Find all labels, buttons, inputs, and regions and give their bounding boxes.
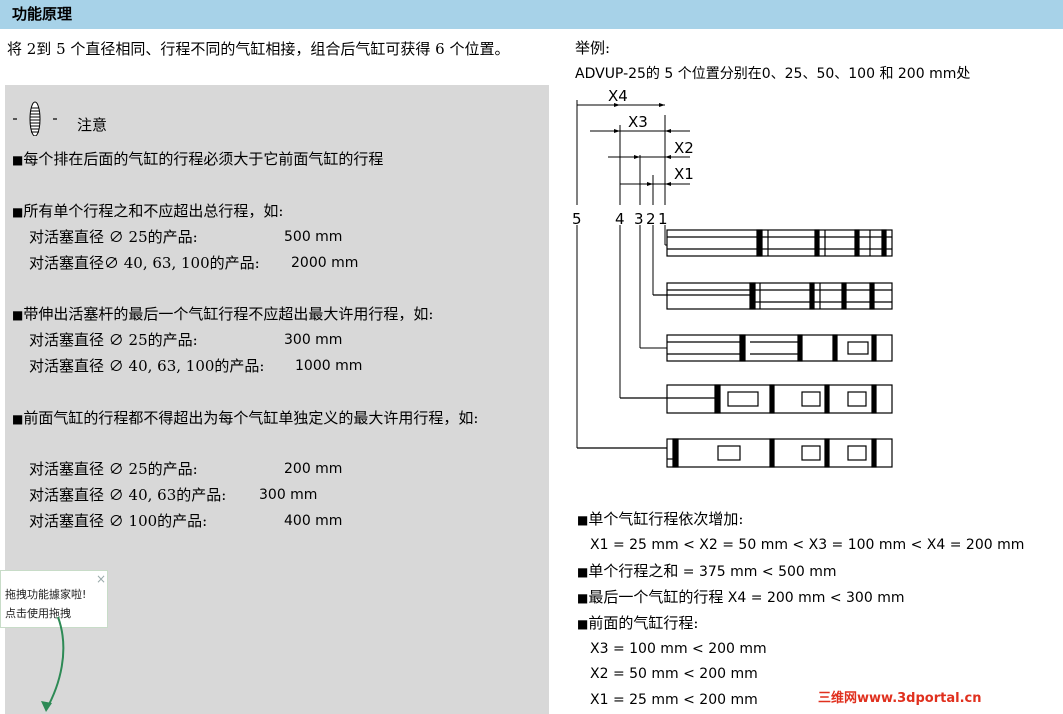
result-line-1: ■单个气缸行程依次增加: — [577, 510, 744, 528]
rule-item: 对活塞直径 ∅ 40, 63的产品: 300 mm — [29, 486, 318, 504]
result-line-2: ■单个行程之和 = 375 mm < 500 mm — [577, 562, 837, 580]
note-label: 注意 — [77, 116, 108, 134]
rule-2: ■所有单个行程之和不应超出总行程，如: — [12, 200, 542, 223]
bullet-icon: ■ — [12, 412, 24, 426]
cylinder-row-3 — [666, 334, 893, 362]
front-value-1: X3 = 100 mm < 200 mm — [590, 641, 767, 657]
rule-item: 对活塞直径 ∅ 25的产品: 300 mm — [29, 331, 343, 349]
cylinder-row-5 — [577, 438, 893, 468]
dim-label-x4: X4 — [608, 87, 628, 105]
rule-item: 对活塞直径 ∅ 100的产品: 400 mm — [29, 512, 343, 530]
pos-label-2: 2 — [646, 210, 656, 228]
front-value-2: X2 = 50 mm < 200 mm — [590, 666, 758, 682]
cylinder-diagram: X4 X3 X2 X1 5 4 3 2 1 — [572, 87, 893, 468]
rule-item: 对活塞直径∅ 40, 63, 100的产品: 2000 mm — [29, 254, 359, 272]
rule-text: 每个排在后面的气缸的行程必须大于它前面气缸的行程 — [23, 150, 384, 168]
bullet-icon: ■ — [12, 308, 24, 322]
tip-line-1: 拖拽功能據家啦! — [5, 588, 87, 601]
bullet-icon: ■ — [12, 205, 24, 219]
close-icon[interactable]: × — [96, 572, 107, 586]
rule-text: 带伸出活塞杆的最后一个气缸行程不应超出最大许用行程，如: — [23, 305, 434, 323]
rule-text: 前面气缸的行程都不得超出为每个气缸单独定义的最大许用行程，如: — [23, 409, 479, 427]
rule-1: ■每个排在后面的气缸的行程必须大于它前面气缸的行程 — [12, 148, 542, 171]
watermark-logo: 三维网www.3dportal.cn — [818, 691, 982, 706]
rule-item: 对活塞直径 ∅ 40, 63, 100的产品: 1000 mm — [29, 357, 363, 375]
bullet-icon: ■ — [577, 513, 589, 527]
curved-arrow-icon — [41, 616, 65, 712]
tip-line-2[interactable]: 点击使用拖拽 — [5, 607, 71, 620]
bullet-icon: ■ — [577, 591, 589, 605]
rule-text: 所有单个行程之和不应超出总行程，如: — [23, 202, 284, 220]
bullet-icon: ■ — [577, 565, 589, 579]
cylinder-row-1 — [666, 229, 893, 257]
intro-text: 将 2到 5 个直径相同、行程不同的气缸相接，组合后气缸可获得 6 个位置。 — [7, 40, 510, 58]
cylinder-row-2 — [653, 282, 893, 310]
cylinder-row-4 — [620, 384, 893, 414]
rule-item: 对活塞直径 ∅ 25的产品: 200 mm — [29, 460, 343, 478]
example-title: 举例: — [575, 39, 611, 57]
pos-label-4: 4 — [615, 210, 625, 228]
bullet-icon: ■ — [577, 617, 589, 631]
dim-label-x1: X1 — [674, 165, 694, 183]
dim-label-x3: X3 — [628, 113, 648, 131]
result-line-4: ■前面的气缸行程: — [577, 614, 699, 632]
pos-label-5: 5 — [572, 210, 582, 228]
pos-label-3: 3 — [634, 210, 644, 228]
result-line-3: ■最后一个气缸的行程 X4 = 200 mm < 300 mm — [577, 588, 905, 606]
caution-icon — [13, 101, 57, 136]
bullet-icon: ■ — [12, 153, 24, 167]
example-description: ADVUP-25的 5 个位置分别在0、25、50、100 和 200 mm处 — [575, 66, 971, 82]
drag-tip-popup[interactable]: × 拖拽功能據家啦! 点击使用拖拽 — [0, 570, 108, 628]
dim-label-x2: X2 — [674, 139, 694, 157]
section-title: 功能原理 — [12, 5, 73, 23]
section-header-bar: 功能原理 — [0, 0, 1063, 29]
result-values-1: X1 = 25 mm < X2 = 50 mm < X3 = 100 mm < … — [590, 537, 1025, 553]
rule-3: ■带伸出活塞杆的最后一个气缸行程不应超出最大许用行程，如: — [12, 303, 542, 326]
rule-4: ■前面气缸的行程都不得超出为每个气缸单独定义的最大许用行程，如: — [12, 407, 517, 430]
rule-item: 对活塞直径 ∅ 25的产品: 500 mm — [29, 228, 343, 246]
pos-label-1: 1 — [658, 210, 668, 228]
front-value-3: X1 = 25 mm < 200 mm — [590, 692, 758, 708]
